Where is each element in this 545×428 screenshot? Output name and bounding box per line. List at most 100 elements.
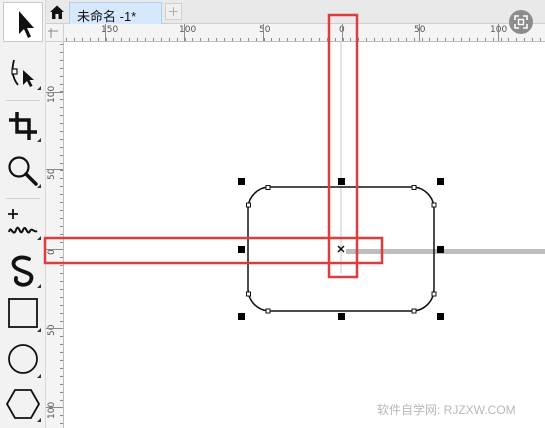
ruler-tick	[60, 415, 63, 417]
horizontal-ruler[interactable]: 150 100 50 0 50 100	[64, 24, 545, 42]
ruler-label: 100	[179, 25, 197, 35]
fit-page-icon	[514, 15, 528, 29]
ruler-tick	[113, 38, 115, 41]
corner-node[interactable]	[246, 291, 251, 297]
ruler-tick	[524, 38, 526, 41]
ruler-tick	[73, 38, 75, 41]
ruler-major-tick	[46, 169, 63, 170]
ruler-tick	[89, 38, 91, 41]
ruler-tick	[421, 38, 423, 41]
ruler-tick	[374, 38, 376, 41]
ruler-tick	[60, 273, 63, 275]
polygon-tool-button[interactable]	[3, 384, 43, 424]
ruler-tick	[200, 38, 202, 41]
tab-title: 未命名 -1*	[77, 9, 137, 24]
ruler-tick	[152, 38, 154, 41]
selection-handle-left[interactable]	[238, 246, 245, 253]
freehand-tool-button[interactable]	[3, 202, 43, 242]
flyout-indicator	[37, 236, 41, 240]
ruler-tick	[224, 38, 225, 41]
ruler-label: 50	[47, 168, 57, 180]
ruler-tick	[382, 38, 383, 41]
ruler-tick	[492, 38, 494, 41]
selection-handle-bottom[interactable]	[338, 313, 345, 320]
plus-icon[interactable]	[165, 3, 182, 20]
ruler-tick	[60, 209, 63, 211]
freehand-icon	[8, 209, 38, 234]
ruler-tick	[60, 241, 63, 243]
ruler-label: 100	[47, 85, 57, 103]
ruler-tick	[60, 186, 63, 188]
ruler-tick	[192, 38, 194, 41]
corner-node[interactable]	[265, 185, 271, 190]
ruler-tick	[60, 304, 63, 306]
ruler-tick	[216, 38, 218, 41]
ruler-tick	[532, 38, 534, 41]
ruler-tick	[437, 38, 439, 41]
ruler-tick	[429, 38, 431, 41]
corner-node[interactable]	[246, 202, 251, 208]
ruler-tick	[60, 194, 63, 196]
selection-handle-right[interactable]	[437, 246, 444, 253]
rectangle-tool-button[interactable]	[3, 294, 43, 334]
home-icon[interactable]	[48, 4, 66, 20]
corner-node[interactable]	[265, 308, 271, 314]
document-tab-bar: 未命名 -1*	[46, 0, 545, 24]
ruler-tick	[326, 38, 328, 41]
ruler-tick	[168, 38, 170, 41]
tab-untitled-document[interactable]: 未命名 -1*	[69, 2, 162, 24]
artistic-media-tool-button[interactable]	[3, 250, 43, 290]
ruler-origin-corner[interactable]	[46, 24, 64, 42]
ruler-tick	[60, 138, 63, 140]
selection-handle-top-left[interactable]	[238, 178, 245, 185]
ruler-tick	[60, 383, 63, 385]
magnifier-icon	[8, 156, 38, 186]
ruler-tick	[60, 257, 63, 259]
selection-handle-top[interactable]	[338, 178, 345, 185]
ruler-tick	[60, 233, 63, 235]
fit-page-button[interactable]	[509, 10, 533, 34]
ruler-tick	[500, 38, 502, 41]
selection-handle-top-right[interactable]	[437, 178, 444, 185]
zoom-tool-button[interactable]	[3, 150, 43, 190]
ruler-tick	[295, 38, 297, 41]
ruler-major-tick	[498, 24, 499, 41]
ruler-tick	[318, 38, 320, 41]
ruler-tick	[60, 51, 63, 53]
ruler-tick	[145, 38, 146, 41]
ruler-tick	[60, 146, 63, 148]
ruler-tick	[271, 38, 273, 41]
drawing-canvas[interactable]	[64, 42, 545, 428]
crop-tool-button[interactable]	[3, 104, 43, 144]
ruler-tick	[60, 178, 63, 180]
ruler-major-tick	[263, 24, 264, 41]
shape-tool-button[interactable]	[3, 52, 43, 92]
ellipse-tool-button[interactable]	[3, 340, 43, 380]
corner-node[interactable]	[411, 308, 417, 314]
ruler-tick	[97, 38, 99, 41]
ruler-tick	[60, 296, 63, 298]
ruler-tick	[60, 99, 63, 101]
corner-node[interactable]	[431, 291, 437, 297]
selection-handle-bottom-left[interactable]	[238, 313, 245, 320]
ruler-tick	[413, 38, 415, 41]
ruler-tick	[476, 38, 478, 41]
corner-node[interactable]	[411, 185, 417, 190]
corner-node[interactable]	[431, 202, 437, 208]
ruler-tick	[60, 83, 63, 85]
horizontal-guideline[interactable]	[346, 249, 545, 254]
ruler-tick	[60, 265, 63, 267]
ruler-tick	[60, 154, 63, 156]
selection-handle-bottom-right[interactable]	[437, 313, 444, 320]
ruler-tick	[540, 38, 541, 41]
ruler-tick	[303, 38, 304, 41]
ruler-tick	[405, 38, 407, 41]
ruler-tick	[60, 44, 63, 45]
ruler-tick	[60, 399, 63, 401]
pick-tool-button[interactable]	[3, 2, 43, 42]
ruler-tick	[66, 38, 67, 41]
ruler-label: 50	[259, 25, 271, 35]
vertical-ruler[interactable]: 100 50 0 50 100	[46, 42, 64, 428]
ruler-tick	[255, 38, 257, 41]
toolbox-separator	[6, 198, 40, 199]
